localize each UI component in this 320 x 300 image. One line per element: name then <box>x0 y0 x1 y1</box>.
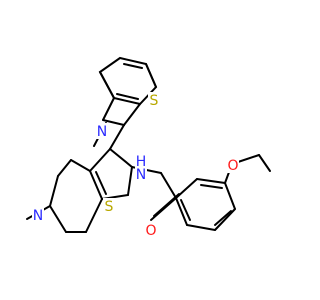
oxygen-label-ether: O <box>227 158 238 174</box>
atom-labels: S N N H S N O O <box>32 92 239 239</box>
sulfur-label-2: S <box>105 199 114 215</box>
molecule-structure: S N N H S N O O <box>26 56 271 239</box>
ethoxyphenyl-group <box>175 154 271 231</box>
nitrogen-label-amide: N <box>136 167 146 183</box>
oxygen-label-carbonyl: O <box>145 223 156 239</box>
nitrogen-label-1: N <box>97 124 107 140</box>
nitrogen-label-piperidine: N <box>33 208 43 224</box>
benzothiazole-group <box>93 56 158 150</box>
thienopyridine-group <box>26 148 133 233</box>
sulfur-label-1: S <box>150 93 159 109</box>
hydrogen-label-amide: H <box>136 154 147 170</box>
molecule-diagram: S N N H S N O O <box>26 56 271 239</box>
